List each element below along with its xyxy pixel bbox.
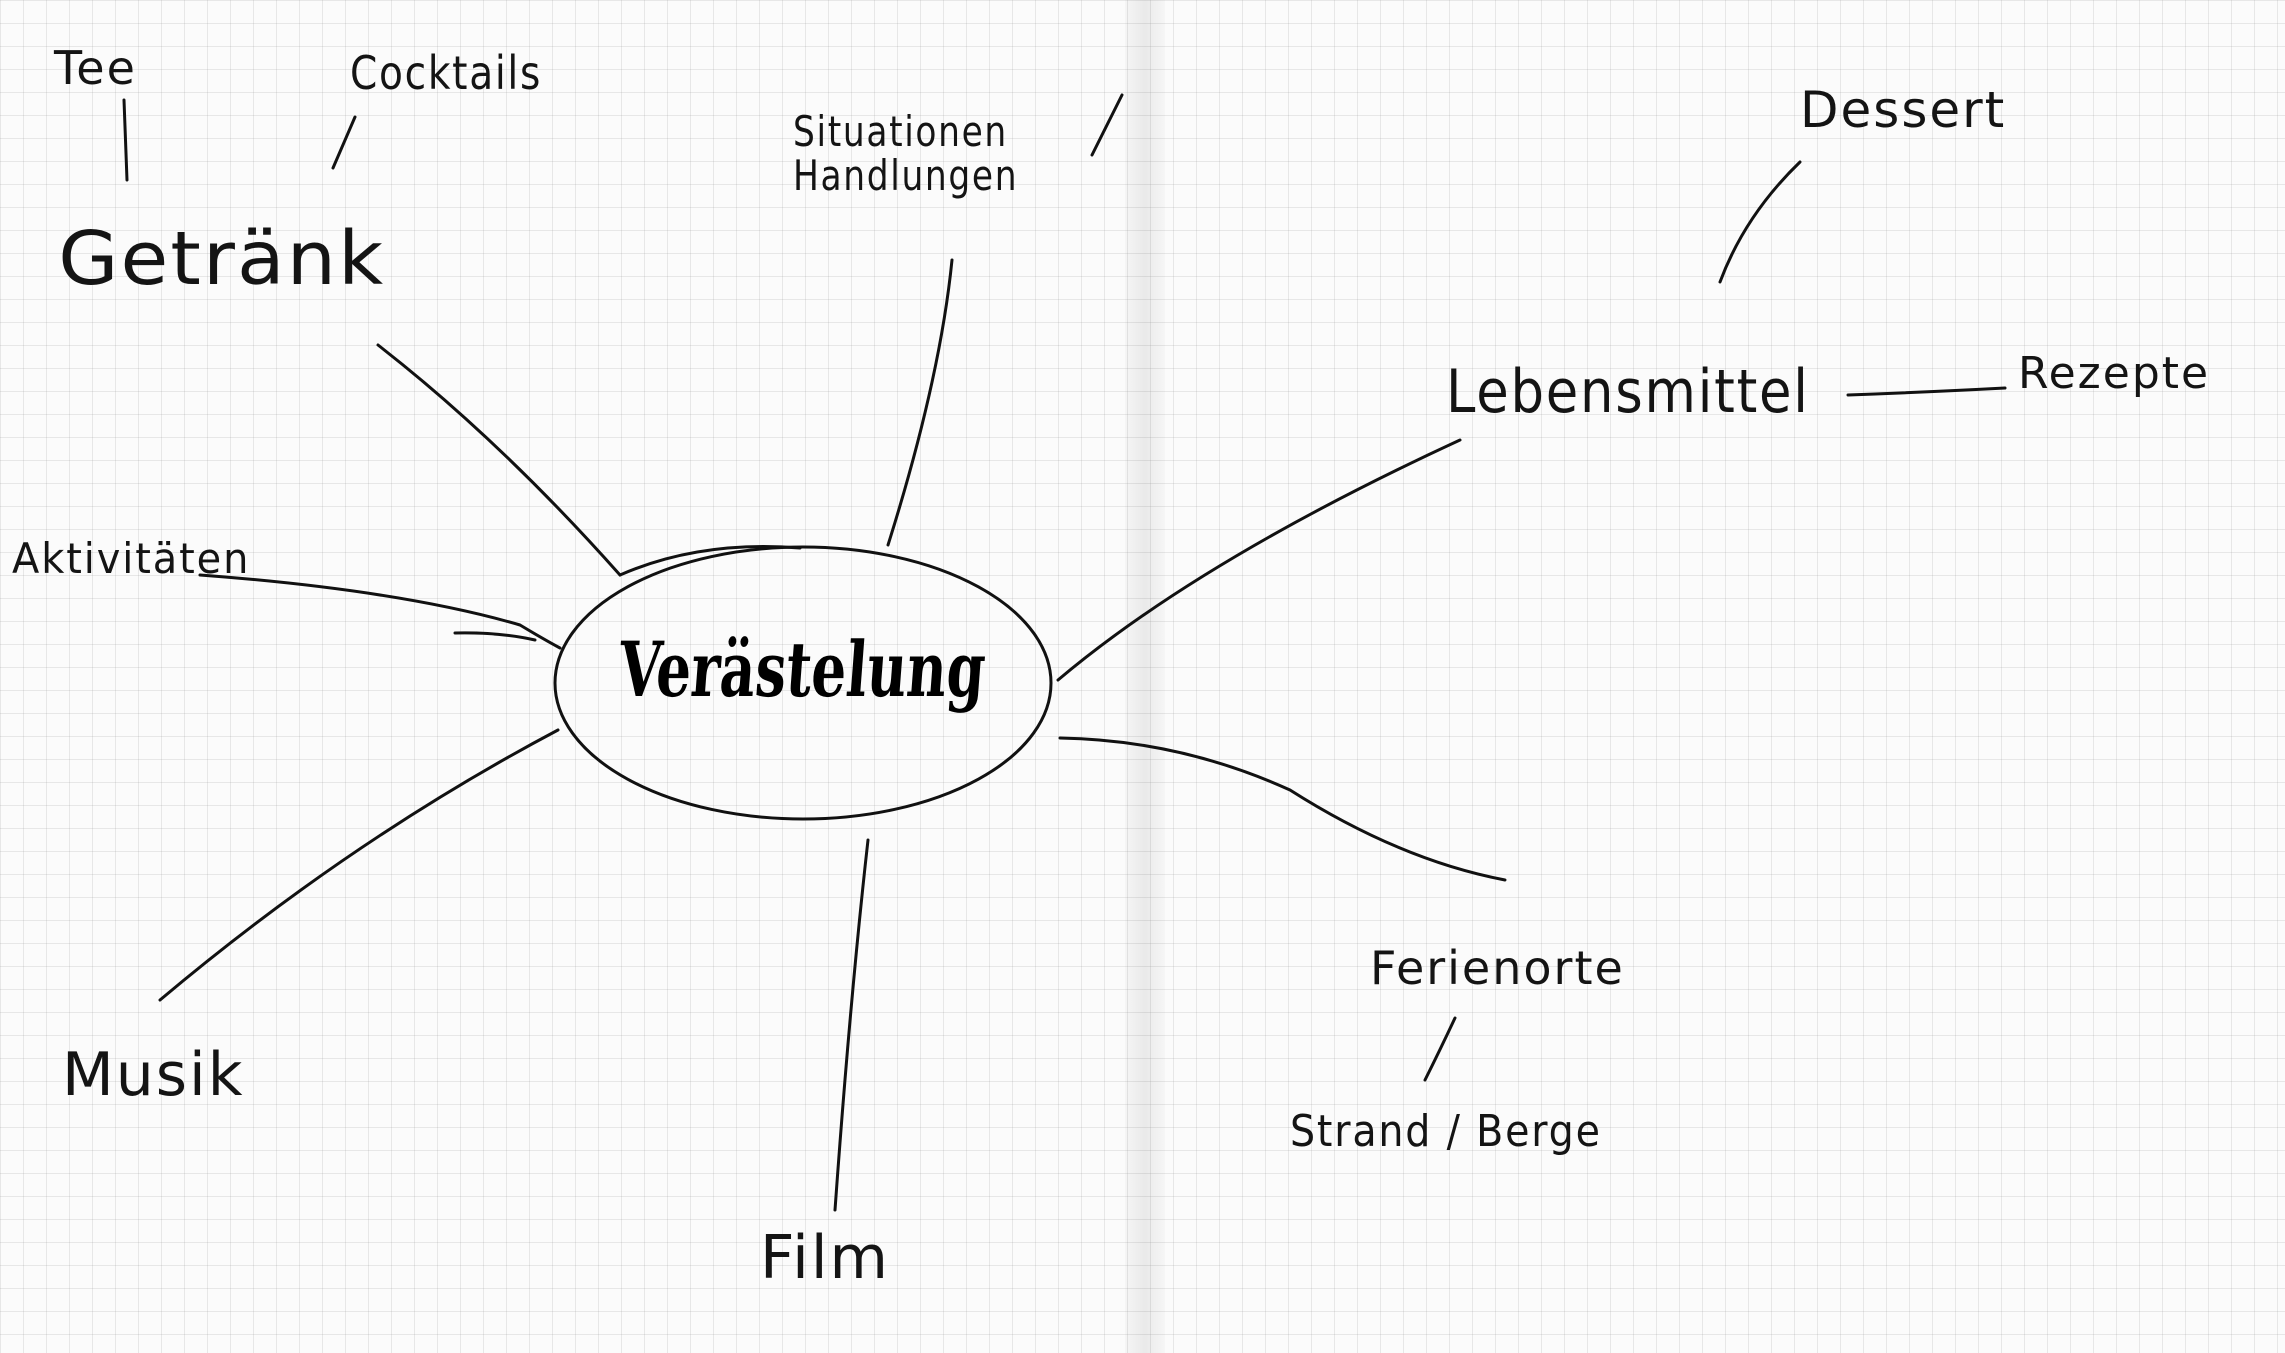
ellipse-overstroke bbox=[618, 545, 802, 577]
line-to-musik bbox=[158, 728, 560, 1002]
line-situationen-slash bbox=[1090, 93, 1124, 157]
branch-film: Film bbox=[760, 1223, 890, 1293]
center-topic: Verästelung bbox=[615, 625, 989, 714]
situationen-line2: Handlungen bbox=[793, 151, 1019, 201]
node-cocktails: Cocktails bbox=[350, 46, 543, 100]
branch-ferienorte: Ferienorte bbox=[1370, 941, 1625, 995]
branch-lebensmittel: Lebensmittel bbox=[1446, 357, 1810, 427]
situationen-line1: Situationen bbox=[793, 107, 1008, 156]
node-tee: Tee bbox=[54, 41, 137, 95]
branch-getraenk: Getränk bbox=[58, 216, 386, 302]
line-getraenk-cocktails bbox=[331, 115, 357, 170]
line-to-lebensmittel bbox=[1056, 438, 1462, 682]
line-aktivitaeten-extra bbox=[453, 631, 537, 642]
node-rezepte: Rezepte bbox=[2018, 348, 2211, 399]
node-strand-berge: Strand / Berge bbox=[1290, 1106, 1602, 1157]
line-to-aktivitaeten bbox=[198, 573, 562, 650]
line-getraenk-tee bbox=[122, 98, 129, 182]
branch-aktivitaeten: Aktivitäten bbox=[12, 534, 251, 583]
line-to-film bbox=[833, 838, 870, 1212]
node-dessert: Dessert bbox=[1800, 81, 2007, 139]
center-ellipse bbox=[553, 545, 1053, 821]
line-to-ferienorte bbox=[1058, 736, 1507, 882]
line-to-getraenk bbox=[376, 343, 622, 577]
branch-musik: Musik bbox=[62, 1040, 245, 1110]
line-lebensmittel-rezepte bbox=[1846, 386, 2007, 397]
line-to-situationen bbox=[886, 258, 954, 547]
line-lebensmittel-dessert bbox=[1718, 160, 1802, 284]
line-ferienorte-strand bbox=[1423, 1016, 1457, 1082]
branch-situationen: Situationen Handlungen bbox=[793, 107, 1019, 201]
